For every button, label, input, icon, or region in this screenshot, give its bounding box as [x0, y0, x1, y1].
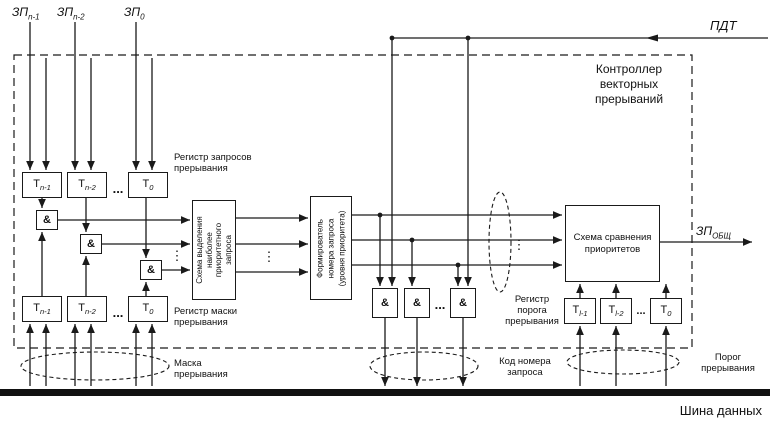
code-bus-label: Код номера запроса	[499, 356, 551, 378]
code-gate-dots: ...	[434, 297, 446, 312]
and-gate-mask-n1: &	[36, 210, 58, 230]
and-gate-mask-n2: &	[80, 234, 102, 254]
request-register-label: Регистр запросов прерывания	[174, 152, 252, 174]
bus-ellipses	[20, 191, 680, 381]
and-gate-code-3: &	[450, 288, 476, 318]
threshold-register-cell-l2: Тl-2	[600, 298, 632, 324]
priority-comparator-block: Схема сравнения приоритетов	[565, 205, 660, 282]
threshold-bus-label: Порог прерывания	[701, 352, 755, 374]
threshold-register-cell-l1: Тl-1	[564, 298, 596, 324]
mask-register-label: Регистр маски прерывания	[174, 306, 238, 328]
controller-title: Контроллер векторных прерываний	[594, 62, 664, 106]
zp-0-label: ЗП0	[124, 5, 145, 22]
threshold-bus-ellipse	[566, 349, 680, 375]
gate-output-dots: ⋮	[170, 248, 184, 263]
mask-register-cell-n2: Тn-2	[67, 296, 107, 322]
mask-register-cell-n1: Тn-1	[22, 296, 62, 322]
request-register-dots: ...	[112, 181, 124, 196]
request-register-cell-n1: Тn-1	[22, 172, 62, 198]
signal-wires	[26, 22, 768, 386]
zp-out-label: ЗПОБЩ	[696, 224, 731, 241]
zp-n1-label: ЗПn-1	[12, 5, 40, 22]
request-number-former-block: Формирователь номера запроса (уровня при…	[310, 196, 352, 300]
threshold-register-cell-0: Т0	[650, 298, 682, 324]
controller-boundary	[13, 54, 693, 349]
request-register-cell-n2: Тn-2	[67, 172, 107, 198]
junction-dots	[377, 35, 471, 268]
request-register-cell-0: Т0	[128, 172, 168, 198]
threshold-register-label: Регистр порога прерывания	[505, 294, 559, 327]
code-bundle-ellipse	[488, 191, 512, 293]
code-bundle-dots: ⋮	[512, 237, 526, 252]
code-bus-ellipse	[369, 351, 479, 381]
mask-register-cell-0: Т0	[128, 296, 168, 322]
selector-output-dots: ⋮	[262, 249, 276, 264]
zp-n2-label: ЗПn-2	[57, 5, 85, 22]
threshold-register-dots: ...	[636, 305, 646, 317]
and-gate-code-1: &	[372, 288, 398, 318]
mask-register-dots: ...	[112, 305, 124, 320]
data-bus-bar	[0, 389, 770, 396]
and-gate-mask-0: &	[140, 260, 162, 280]
and-gate-code-2: &	[404, 288, 430, 318]
mask-bus-label: Маска прерывания	[174, 358, 228, 380]
pdt-label: ПДТ	[710, 18, 737, 33]
pdt-arrowhead	[646, 34, 658, 42]
data-bus-label: Шина данных	[679, 403, 762, 418]
mask-bus-ellipse	[20, 351, 170, 381]
priority-selector-block: Схема выделения наиболее приоритетного з…	[192, 200, 236, 300]
